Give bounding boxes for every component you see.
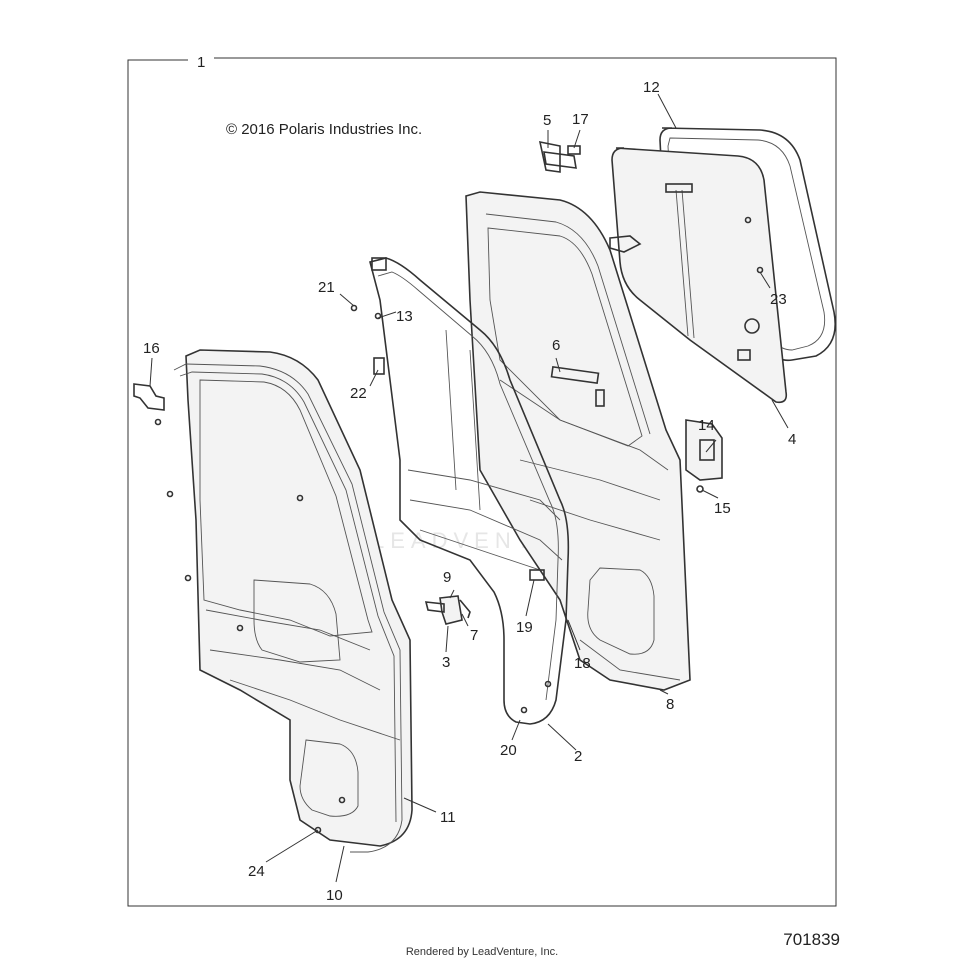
callout-15: 15 xyxy=(714,500,731,517)
callout-10: 10 xyxy=(326,887,343,904)
callout-17: 17 xyxy=(572,111,589,128)
callout-23: 23 xyxy=(770,291,787,308)
callout-21: 21 xyxy=(318,279,335,296)
callout-24: 24 xyxy=(248,863,265,880)
callout-7: 7 xyxy=(470,627,478,644)
callout-2: 2 xyxy=(574,748,582,765)
window-glass-part xyxy=(609,147,788,404)
hinge-bracket-part xyxy=(133,383,165,426)
callout-labels: 1 12 5 17 23 4 6 14 15 21 13 22 16 9 7 1… xyxy=(143,54,796,904)
callout-20: 20 xyxy=(500,742,517,759)
callout-22: 22 xyxy=(350,385,367,402)
latch-mechanism-part xyxy=(685,419,723,493)
copyright-notice: © 2016 Polaris Industries Inc. xyxy=(226,121,423,138)
leader-lines xyxy=(149,93,789,883)
diagram-number: 701839 xyxy=(783,930,840,949)
callout-4: 4 xyxy=(788,431,796,448)
callout-1: 1 xyxy=(197,54,205,71)
callout-19: 19 xyxy=(516,619,533,636)
callout-11: 11 xyxy=(440,809,456,826)
callout-3: 3 xyxy=(442,654,450,671)
callout-6: 6 xyxy=(552,337,560,354)
callout-8: 8 xyxy=(666,696,674,713)
outer-door-panel-part xyxy=(173,349,413,853)
assembly-frame xyxy=(127,57,837,907)
callout-16: 16 xyxy=(143,340,160,357)
callout-9: 9 xyxy=(443,569,451,586)
callout-14: 14 xyxy=(698,417,715,434)
callout-12: 12 xyxy=(643,79,660,96)
callout-18: 18 xyxy=(574,655,591,672)
door-frame-tube-part xyxy=(369,257,570,725)
bracket-part xyxy=(538,140,581,173)
door-latch-part xyxy=(424,595,471,625)
inner-door-panel-part xyxy=(465,191,691,691)
callout-5: 5 xyxy=(543,112,551,129)
render-credit: Rendered by LeadVenture, Inc. xyxy=(405,946,559,958)
callout-13: 13 xyxy=(396,308,413,325)
